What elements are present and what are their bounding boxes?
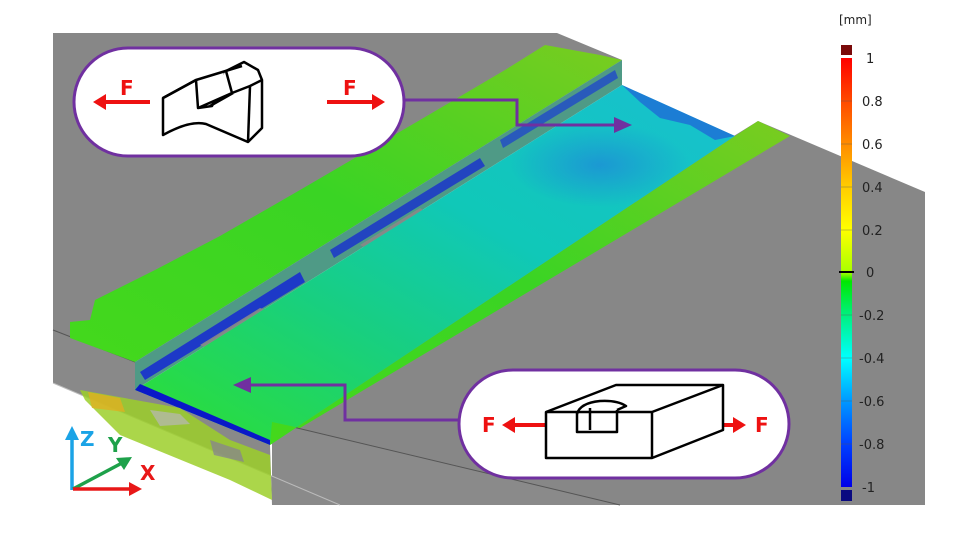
- left-force-arrow-icon: [502, 417, 545, 433]
- notched-block-icon: [544, 383, 725, 460]
- colorbar-tick: -0.6: [859, 395, 884, 410]
- bottom-leader-line: [248, 383, 458, 422]
- force-label: F: [120, 76, 134, 100]
- x-axis-label: X: [140, 461, 156, 485]
- left-force-arrow-icon: [93, 94, 150, 110]
- z-axis-icon: [65, 426, 79, 490]
- colorbar-tick: -1: [862, 481, 875, 496]
- x-axis-icon: [73, 482, 142, 496]
- top-leader-line: [404, 98, 618, 127]
- colorbar-tick: 1: [866, 52, 874, 67]
- right-force-arrow-icon: [327, 94, 385, 110]
- callout-leaders: [248, 98, 618, 422]
- colorbar-tick: 0.4: [862, 181, 883, 196]
- colorbar-tick: -0.4: [859, 352, 884, 367]
- top-leader-arrowhead: [614, 117, 632, 133]
- bottom-callout: F F: [457, 368, 791, 480]
- colorbar-tick: 0.2: [862, 224, 883, 239]
- z-axis-label: Z: [80, 427, 95, 451]
- top-callout: F F: [72, 46, 406, 158]
- axis-triad: Z Y X: [65, 426, 156, 496]
- y-axis-icon: [72, 457, 132, 491]
- deformed-notched-block-icon: [161, 60, 264, 144]
- colorbar-tick: 0: [866, 266, 874, 281]
- colorbar-tick: 0.8: [862, 95, 883, 110]
- colorbar-overflow-swatch: [841, 45, 852, 55]
- force-label: F: [343, 76, 357, 100]
- colorbar-tick: -0.2: [859, 309, 884, 324]
- deformation-contour: [70, 45, 790, 500]
- colorbar-tick: 0.6: [862, 138, 883, 153]
- force-label: F: [482, 413, 496, 437]
- colorbar-underflow-swatch: [841, 490, 852, 501]
- y-axis-label: Y: [107, 433, 123, 457]
- colorbar-tick: -0.8: [859, 438, 884, 453]
- colorbar: [mm] 1 0.8 0.6 0.4 0.2 0 -0.2 -0.4 -0.6 …: [839, 13, 884, 501]
- bottom-leader-arrowhead: [233, 377, 251, 393]
- colorbar-unit: [mm]: [839, 13, 872, 27]
- force-label: F: [755, 413, 769, 437]
